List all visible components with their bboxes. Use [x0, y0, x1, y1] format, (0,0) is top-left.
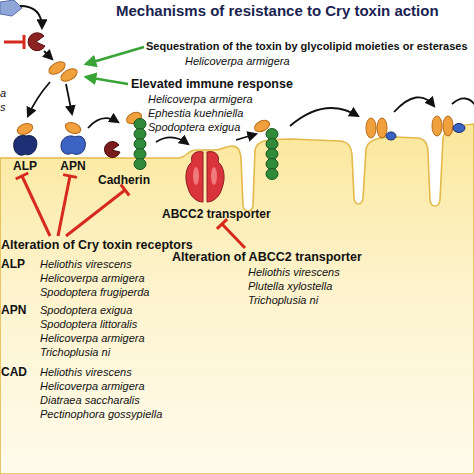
cell-membrane	[0, 124, 474, 474]
transporter-node: ABCC2 transporter	[162, 148, 278, 222]
mechanism-heading: Sequestration of the toxin by glycolipid…	[146, 40, 468, 53]
receptor-node: APN	[54, 130, 92, 174]
alp-receptor	[14, 136, 37, 156]
cry-toxin	[59, 66, 80, 84]
process-arrow	[394, 97, 434, 112]
inhibition-line	[22, 176, 50, 236]
receptor-blob	[453, 124, 465, 133]
cry-toxin	[64, 121, 82, 136]
process-arrow	[44, 51, 52, 59]
process-arrow	[452, 98, 474, 106]
species-name: Ephestia kuehniella	[148, 107, 243, 120]
mechanism-heading: Alteration of Cry toxin receptors	[1, 238, 193, 252]
green-arrow	[86, 47, 144, 64]
species-name: Trichoplusia ni	[40, 346, 110, 359]
species-name: Helicoverpa armigera	[40, 332, 145, 345]
species-name: Helicoverpa armigera	[148, 93, 253, 106]
cry-toxin	[253, 118, 272, 134]
cadherin-domain	[134, 139, 146, 150]
species-name: Pectinophora gossypiella	[40, 408, 162, 421]
receptor-label: ALP	[6, 160, 44, 174]
receptor-node: Cadherin	[98, 114, 164, 188]
apn-receptor	[61, 136, 85, 154]
species-name: Plutella xylostella	[248, 280, 332, 293]
figure-title: Mechanisms of resistance to Cry toxin ac…	[116, 2, 439, 19]
cadherin-domain	[134, 119, 146, 130]
cadherin-domain	[266, 139, 278, 150]
cadherin-domain	[266, 149, 278, 160]
receptor-label: ABCC2 transporter	[162, 208, 278, 222]
toxin-oligomer	[432, 116, 442, 136]
species-name: Spodoptera exigua	[148, 121, 240, 134]
protease-shape	[104, 142, 120, 158]
process-arrow	[66, 84, 72, 114]
species-name: Helicoverpa armigera	[40, 272, 145, 285]
receptor-node: ALP	[6, 130, 44, 174]
mechanism-heading: Elevated immune response	[131, 77, 293, 91]
species-name: Heliothis virescens	[248, 266, 340, 279]
toxin-oligomer	[443, 116, 453, 136]
process-arrow	[290, 108, 358, 126]
species-name: Trichoplusia ni	[248, 294, 318, 307]
inhibition-line	[66, 190, 125, 236]
species-name: Heliothis virescens	[40, 258, 132, 271]
cadherin-domain	[134, 129, 146, 140]
cropped-text: a	[0, 87, 6, 100]
process-arrow	[156, 137, 188, 144]
protease-shape	[28, 33, 45, 51]
species-name: Helicoverpa armigera	[185, 55, 290, 68]
species-name: Spodoptera frugiperda	[40, 286, 149, 299]
inhibition-line	[222, 224, 245, 248]
protoxin-shape	[0, 0, 22, 16]
inhibition-bar	[63, 175, 77, 178]
inhibition-line	[4, 41, 24, 44]
process-arrow	[28, 82, 50, 116]
species-name: Spodoptera littoralis	[40, 318, 137, 331]
species-name: Diatraea saccharalis	[40, 394, 140, 407]
receptor-abbrev: CAD	[1, 366, 27, 380]
receptor-abbrev: ALP	[1, 258, 25, 272]
process-arrow	[236, 134, 256, 140]
species-name: Spodoptera exigua	[40, 304, 132, 317]
process-arrow	[88, 118, 118, 128]
receptor-label: Cadherin	[98, 174, 164, 188]
toxin-oligomer	[377, 118, 387, 138]
cadherin-domain	[134, 159, 146, 170]
inhibition-bar	[23, 35, 26, 49]
species-name: Heliothis virescens	[40, 366, 132, 379]
receptor-blob	[386, 132, 396, 140]
abcc2-half	[207, 152, 224, 202]
inhibition-bar	[16, 173, 29, 179]
mechanism-heading: Alteration of ABCC2 transporter	[172, 250, 362, 264]
receptor-label: APN	[54, 160, 92, 174]
cadherin-domain	[266, 129, 278, 140]
species-name: Helicoverpa armigera	[40, 380, 145, 393]
inhibition-line	[58, 176, 70, 236]
abcc2-half	[186, 152, 203, 202]
green-arrow	[86, 77, 128, 84]
receptor-abbrev: APN	[1, 304, 26, 318]
cadherin-domain	[266, 169, 278, 180]
abcc2-highlight	[211, 167, 217, 185]
cadherin-domain	[134, 149, 146, 160]
cropped-text: s	[0, 101, 6, 114]
process-arrow	[20, 6, 42, 28]
toxin-oligomer	[366, 118, 376, 138]
cry-toxin	[16, 122, 34, 137]
abcc2-highlight	[193, 167, 199, 185]
cadherin-domain	[266, 159, 278, 170]
